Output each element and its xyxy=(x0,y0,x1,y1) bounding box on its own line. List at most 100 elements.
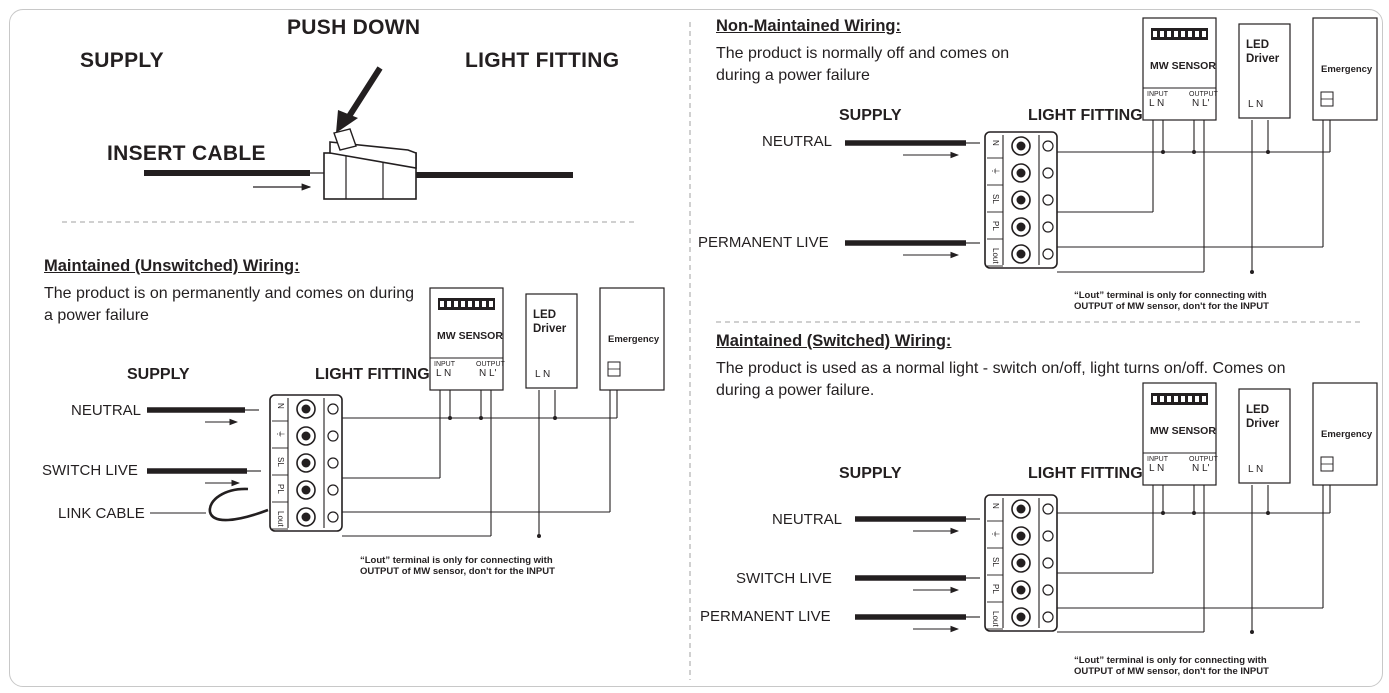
ms-terminal-release xyxy=(1042,557,1054,569)
ms-led-driver-terminals: L N xyxy=(1248,464,1264,475)
ms-dip-switch-key xyxy=(1167,396,1171,402)
nm-terminal-label-0: N xyxy=(991,140,1000,146)
ms-supply-label: SUPPLY xyxy=(839,465,902,482)
insert-cable-label: INSERT CABLE xyxy=(107,142,266,165)
mu-terminal-label-4: Lout xyxy=(276,511,285,527)
nm-emergency-label: Emergency xyxy=(1321,64,1373,75)
nm-mw-input-label: INPUT xyxy=(1147,91,1168,98)
mu-led-driver-terminals: L N xyxy=(535,369,551,380)
nm-mw-sensor-label: MW SENSOR xyxy=(1150,60,1216,72)
nm-terminal-release xyxy=(1042,140,1054,152)
ms-terminal-label-4: Lout xyxy=(991,611,1000,627)
mu-junction xyxy=(553,416,557,420)
maintained-unswitched-description: The product is on permanently and comes … xyxy=(44,285,414,324)
ms-dip-switch-key xyxy=(1153,396,1157,402)
mu-mw-sensor-label: MW SENSOR xyxy=(437,330,503,342)
components-left xyxy=(147,287,665,538)
ms-dip-switch xyxy=(1151,393,1208,405)
mu-junction xyxy=(479,416,483,420)
ms-terminal-screw-center xyxy=(1016,585,1026,595)
mu-dip-switch-key xyxy=(461,301,465,307)
nm-junction xyxy=(1192,150,1196,154)
nm-terminal-screw-center xyxy=(1016,168,1026,178)
mu-mw-output-terminals: N L' xyxy=(479,368,497,379)
ms-led-driver-label: LED Driver xyxy=(1246,404,1280,430)
mu-junction xyxy=(448,416,452,420)
mu-terminal-release xyxy=(327,430,339,442)
ms-light-fitting-label: LIGHT FITTING xyxy=(1028,465,1143,482)
ms-terminal-label-2: SL xyxy=(991,557,1000,567)
nm-terminal-release xyxy=(1042,221,1054,233)
ms-terminal-release xyxy=(1042,611,1054,623)
nm-junction xyxy=(1161,150,1165,154)
mu-terminal-screw-center xyxy=(301,431,311,441)
top-light-fitting-label: LIGHT FITTING xyxy=(465,49,620,72)
ms-terminal-screw-center xyxy=(1016,558,1026,568)
nm-terminal-label-1: ⏚ xyxy=(991,167,1000,175)
ms-wire-label-switch-live: SWITCH LIVE xyxy=(736,570,832,587)
mu-light-fitting-label: LIGHT FITTING xyxy=(315,366,430,383)
ms-mw-input-label: INPUT xyxy=(1147,456,1168,463)
mu-junction xyxy=(537,534,541,538)
mu-terminal-release xyxy=(327,511,339,523)
mu-lout-note: “Lout” terminal is only for connecting w… xyxy=(360,555,555,577)
nm-led-driver-box xyxy=(1238,23,1291,119)
nm-dip-switch-key xyxy=(1160,31,1164,37)
mu-emergency-label: Emergency xyxy=(608,334,660,345)
nm-wire-label-neutral: NEUTRAL xyxy=(762,133,833,150)
nm-dip-switch-key xyxy=(1195,31,1199,37)
nm-terminal-screw-center xyxy=(1016,195,1026,205)
mu-terminal-label-0: N xyxy=(276,403,285,409)
ms-terminal-label-1: ⏚ xyxy=(991,530,1000,538)
nm-terminal-release xyxy=(1042,194,1054,206)
top-supply-label: SUPPLY xyxy=(80,49,164,72)
mu-dip-switch-key xyxy=(447,301,451,307)
ms-dip-switch-key xyxy=(1202,396,1206,402)
nm-lout-note: “Lout” terminal is only for connecting w… xyxy=(1074,290,1269,312)
push-down-label: PUSH DOWN xyxy=(287,16,421,39)
ms-led-driver-box xyxy=(1238,388,1291,484)
ms-dip-switch-key xyxy=(1181,396,1185,402)
nm-dip-switch-key xyxy=(1202,31,1206,37)
mu-wire-label-neutral: NEUTRAL xyxy=(71,402,142,419)
mu-dip-switch xyxy=(438,298,495,310)
nm-terminal-label-3: PL xyxy=(991,221,1000,231)
nm-terminal-screw-center xyxy=(1016,141,1026,151)
ms-junction xyxy=(1161,511,1165,515)
nm-terminal-release xyxy=(1042,167,1054,179)
mu-link-cable-loop xyxy=(208,487,269,522)
ms-dip-switch-key xyxy=(1174,396,1178,402)
ms-mw-output-terminals: N L' xyxy=(1192,463,1210,474)
components-maintained-switched xyxy=(855,382,1378,634)
nm-terminal-release xyxy=(1042,248,1054,260)
nm-dip-switch-key xyxy=(1174,31,1178,37)
nm-mw-input-terminals: L N xyxy=(1149,98,1165,109)
mu-mw-output-label: OUTPUT xyxy=(476,361,505,368)
non-maintained-description: The product is normally off and comes on… xyxy=(716,45,1010,84)
connector-illustration xyxy=(144,66,573,200)
mu-mw-input-label: INPUT xyxy=(434,361,455,368)
nm-terminal-label-4: Lout xyxy=(991,248,1000,264)
ms-mw-input-terminals: L N xyxy=(1149,463,1165,474)
ms-junction xyxy=(1192,511,1196,515)
nm-junction xyxy=(1250,270,1254,274)
ms-emergency-label: Emergency xyxy=(1321,429,1373,440)
mu-terminal-label-3: PL xyxy=(276,484,285,494)
non-maintained-heading: Non-Maintained Wiring: xyxy=(716,17,901,35)
ms-dip-switch-key xyxy=(1195,396,1199,402)
mu-dip-switch-key xyxy=(454,301,458,307)
mu-terminal-release xyxy=(327,484,339,496)
nm-terminal-label-2: SL xyxy=(991,194,1000,204)
mu-led-driver-label: LED Driver xyxy=(533,309,567,335)
mu-terminal-label-1: ⏚ xyxy=(276,430,285,438)
mu-terminal-screw-center xyxy=(301,458,311,468)
ms-terminal-label-0: N xyxy=(991,503,1000,509)
ms-wire-label-neutral: NEUTRAL xyxy=(772,511,843,528)
nm-dip-switch-key xyxy=(1153,31,1157,37)
ms-junction xyxy=(1250,630,1254,634)
nm-mw-output-label: OUTPUT xyxy=(1189,91,1218,98)
ms-lout-note: “Lout” terminal is only for connecting w… xyxy=(1074,655,1269,677)
nm-supply-label: SUPPLY xyxy=(839,107,902,124)
nm-led-driver-terminals: L N xyxy=(1248,99,1264,110)
